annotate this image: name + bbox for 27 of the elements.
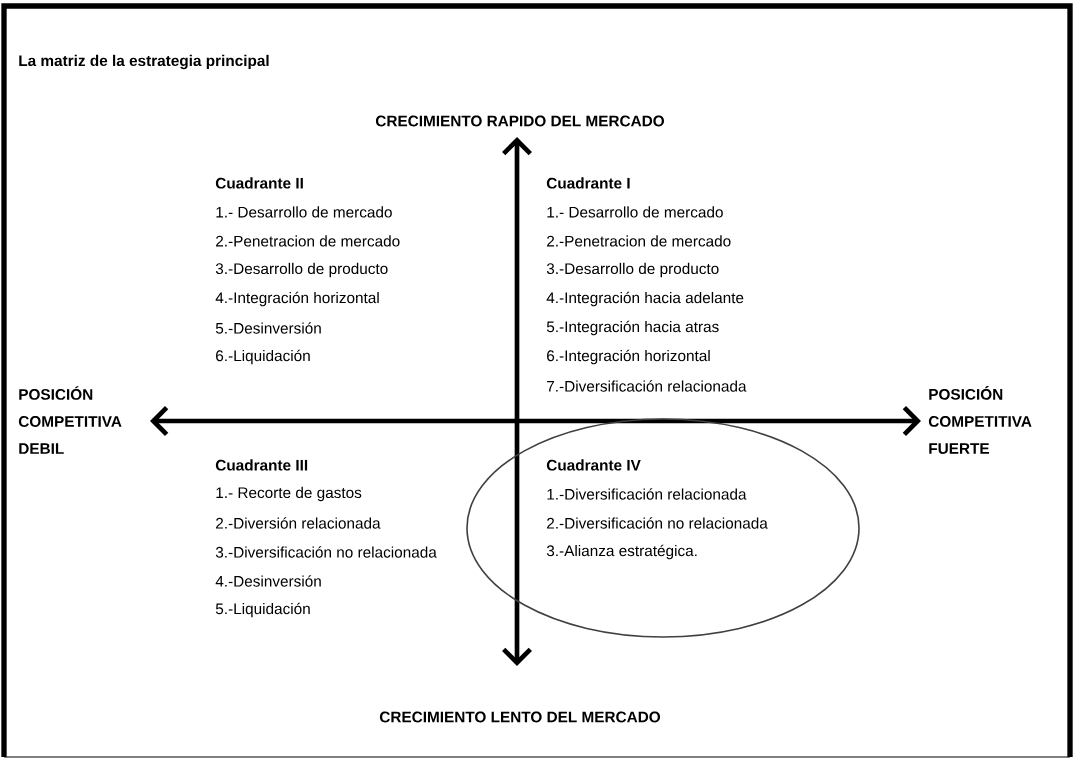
list-item: 5.-Desinversión — [215, 322, 321, 334]
list-item: 7.-Diversificación relacionada — [547, 380, 747, 392]
quadrant-heading: Cuadrante III — [215, 459, 308, 471]
list-item: 3.-Desarrollo de producto — [215, 262, 388, 278]
list-item: 1.- Desarrollo de mercado — [216, 206, 392, 218]
list-item: 3.-Desarrollo de producto — [546, 262, 719, 278]
ellipse-outline: Cuadrante IV 1.-Diversificación relacionada 2.-Diversificación no relacionada 3.-Alianza estratégica. — [466, 418, 860, 638]
axis-label: CRECIMIENTO LENTO DEL MERCADO — [379, 711, 661, 723]
quadrant-heading: Cuadrante II — [215, 177, 303, 189]
title: La matriz de la estrategia principal — [19, 54, 269, 70]
axis-label: CRECIMIENTO RAPIDO DEL MERCADO — [375, 115, 664, 127]
list-item: 5.-Integración hacia atras — [546, 320, 719, 336]
list-item: 1.- Recorte de gastos — [216, 486, 362, 502]
list-item: 3.-Diversificación no relacionada — [215, 546, 437, 558]
list-item: 2.-Diversión relacionada — [216, 517, 381, 529]
list-item: 4.-Integración hacia adelante — [546, 291, 744, 307]
list-item: 6.-Integración horizontal — [547, 349, 710, 365]
list-item: 5.-Liquidación — [215, 602, 310, 618]
list-item: 4.-Integración horizontal — [215, 291, 379, 307]
list-item: 1.- Desarrollo de mercado — [547, 206, 723, 218]
quadrant-heading: Cuadrante I — [546, 177, 630, 189]
list-item: 4.-Desinversión — [215, 575, 321, 587]
list-item: 2.-Penetracion de mercado — [547, 235, 731, 247]
list-item: 2.-Penetracion de mercado — [216, 235, 400, 247]
axis-label: POSICIÓN COMPETITIVA FUERTE — [928, 386, 1032, 454]
list-item: 6.-Liquidación — [216, 349, 310, 365]
axis-label: POSICIÓN COMPETITIVA DEBIL — [18, 386, 122, 454]
